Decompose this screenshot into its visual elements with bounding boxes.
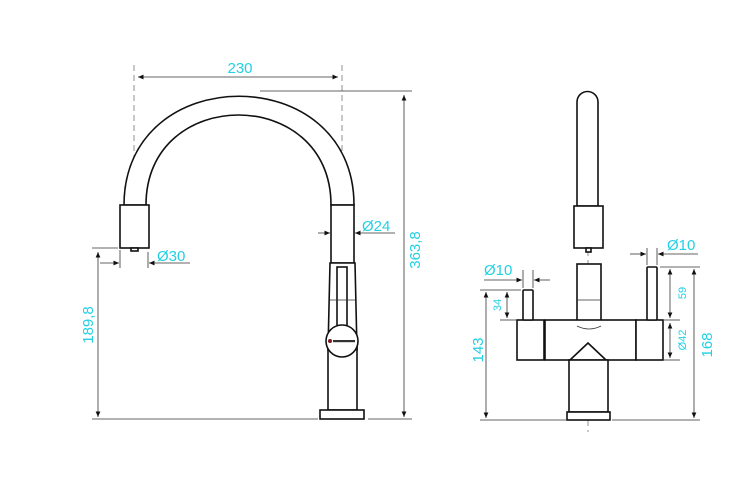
left-handle [522, 289, 534, 321]
base-plate [566, 411, 611, 421]
hose-sleeve [330, 204, 355, 264]
aerator [119, 204, 150, 249]
aerator-nub [130, 247, 139, 252]
left-height-label: 143 [470, 337, 487, 362]
spout-stem [576, 263, 602, 327]
total-height-label: 363,8 [407, 231, 424, 269]
spout-arch [123, 95, 355, 206]
width-label: 230 [227, 60, 252, 77]
spout-height-label: 189,8 [80, 306, 97, 344]
hose-diameter-label: Ø24 [362, 218, 390, 235]
right-handle-diameter-label: Ø10 [667, 237, 695, 254]
aerator-nub [585, 247, 592, 253]
left-handle-height-label: 34 [492, 299, 504, 311]
right-handle [646, 266, 658, 321]
body-stem [568, 359, 609, 413]
right-handle-block [635, 319, 664, 361]
aerator [573, 205, 604, 249]
side-view: Ø10 Ø10 34 143 59 Ø42 168 [470, 90, 716, 432]
right-height-label: 168 [699, 332, 716, 357]
left-handle-block [516, 319, 545, 361]
brand-logo [328, 339, 355, 343]
base-plate [319, 409, 365, 420]
lever [336, 266, 348, 328]
front-view: 230 Ø30 Ø24 189,8 363,8 [80, 60, 424, 420]
right-handle-height-label: 59 [677, 287, 689, 299]
body-diameter-label: Ø42 [677, 330, 689, 351]
aerator-diameter-label: Ø30 [157, 248, 185, 265]
spout [576, 90, 599, 207]
left-handle-diameter-label: Ø10 [484, 262, 512, 279]
